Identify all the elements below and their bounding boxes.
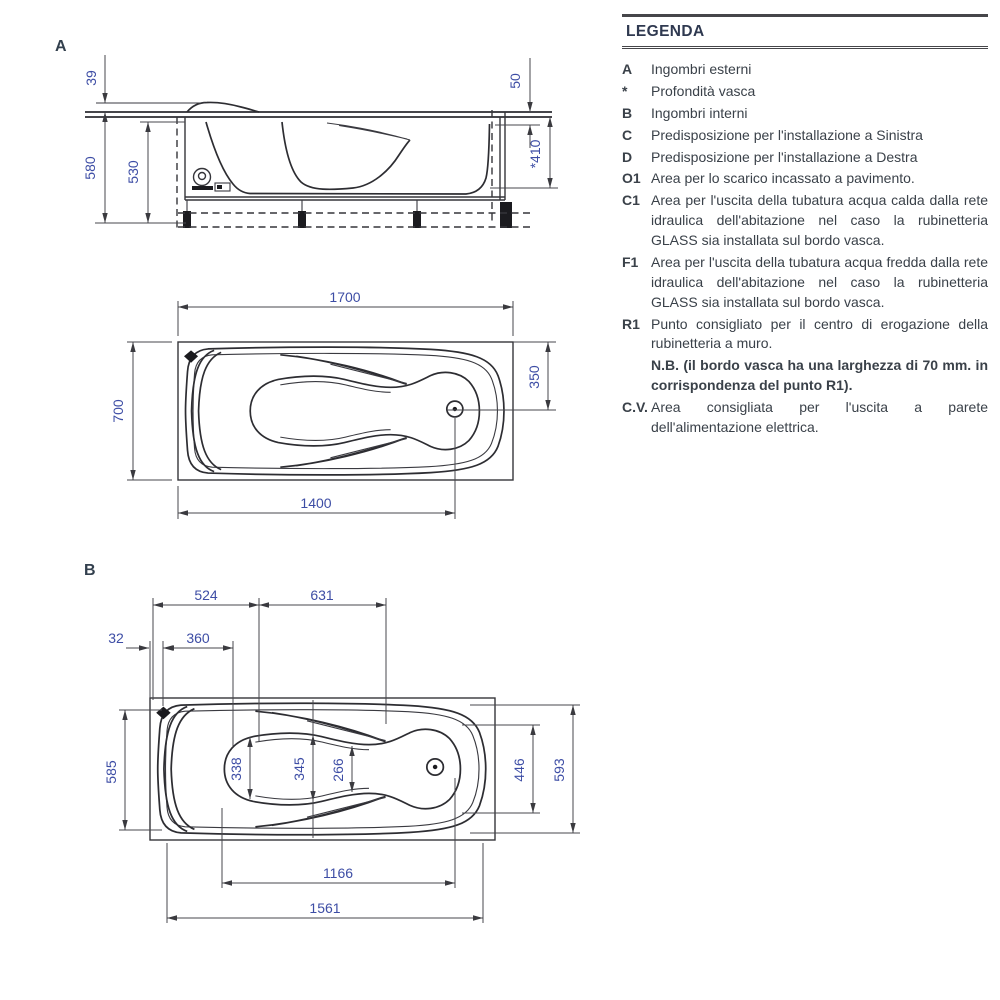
view-label-a: A <box>55 38 67 55</box>
dim-39: 39 <box>83 70 99 86</box>
foot-mid1 <box>298 211 306 228</box>
legend-key: D <box>622 148 633 165</box>
outer-frame-rect-b <box>149 697 496 841</box>
dim-1700: 1700 <box>329 289 360 305</box>
support-legs <box>186 200 418 212</box>
legend-key: C.V. <box>622 399 648 415</box>
legend-text: Ingombri interni <box>651 104 748 121</box>
legend-item-a: A Ingombri esterni <box>622 60 988 80</box>
drain-fitting-box <box>214 182 231 192</box>
legend-item-d: D Predisposizione per l'installazione a … <box>622 148 988 168</box>
legend-r1-note: N.B. (il bordo vasca ha una larghezza di… <box>651 357 988 394</box>
outer-frame-rect <box>177 341 514 481</box>
drain-fitting-fill <box>217 185 222 189</box>
legend-key: O1 <box>622 170 641 187</box>
foot-left <box>183 211 191 228</box>
dim-593: 593 <box>551 758 567 782</box>
legend-title: LEGENDA <box>626 23 705 40</box>
dim-360: 360 <box>186 630 210 646</box>
dim-1400: 1400 <box>300 495 331 511</box>
legend-key: * <box>622 82 628 99</box>
ext-row2 <box>149 641 234 746</box>
rim-lines <box>85 111 552 118</box>
legend-text: Profondità vasca <box>651 82 756 99</box>
dim-338: 338 <box>228 757 244 781</box>
frame-bottom <box>185 196 505 201</box>
ext-1700 <box>177 301 514 336</box>
headrest-bump <box>186 101 260 113</box>
legend-item-r1: R1 Punto consigliato per il centro di er… <box>622 315 988 397</box>
legend-key: B <box>622 104 633 121</box>
legend-header: LEGENDA <box>622 14 988 49</box>
frame-verticals <box>184 112 506 200</box>
pump-body <box>192 167 212 187</box>
dim-1166: 1166 <box>323 865 353 881</box>
side-section-view: A <box>55 38 558 229</box>
plan-view-external: 1700 700 350 1400 <box>110 289 556 519</box>
legend-item-c1: C1 Area per l'uscita della tubatura acqu… <box>622 191 988 251</box>
foot-right <box>500 202 512 228</box>
dim-410: *410 <box>527 139 543 168</box>
legend-r1-text: Punto consigliato per il centro di eroga… <box>651 315 988 352</box>
dim-524: 524 <box>194 587 218 603</box>
ext-700 <box>127 341 172 481</box>
dim-700: 700 <box>110 399 126 423</box>
legend-text: Area per lo scarico incassato a paviment… <box>651 170 915 187</box>
legend-item-b: B Ingombri interni <box>622 104 988 124</box>
legend-item-cv: C.V. Area consigliata per l'uscita a par… <box>622 398 988 438</box>
basin-section-curve <box>281 121 411 191</box>
legend-item-f1: F1 Area per l'uscita della tubatura acqu… <box>622 253 988 313</box>
dim-446: 446 <box>511 758 527 782</box>
skirt-dashed-lines <box>178 212 530 228</box>
tub-shell-section <box>205 121 491 195</box>
ext-1561 <box>166 843 484 923</box>
dim-580: 580 <box>82 156 98 180</box>
backrest-lens-section <box>326 122 411 141</box>
bathtub-technical-drawing: A <box>55 38 580 923</box>
plan-view-internal: B 524 631 32 <box>84 562 580 923</box>
dim-50: 50 <box>507 73 523 89</box>
legend-text: Predisposizione per l'installazione a Si… <box>651 126 923 143</box>
legend-item-o1: O1 Area per lo scarico incassato a pavim… <box>622 169 988 189</box>
legend-text: Area per l'uscita della tubatura acqua f… <box>651 253 988 310</box>
legend-key: C1 <box>622 192 640 209</box>
dim-631: 631 <box>310 587 334 603</box>
dim-530: 530 <box>125 160 141 184</box>
legend-text: Area per l'uscita della tubatura acqua c… <box>651 192 988 248</box>
dim-350: 350 <box>526 365 542 389</box>
legend-text: Ingombri esterni <box>651 61 752 77</box>
ext-1166 <box>221 778 456 888</box>
legend-panel: LEGENDA A Ingombri esterni * Profondità … <box>622 14 988 440</box>
pump-inlet <box>197 171 207 181</box>
ext-593 <box>470 704 580 834</box>
dim-32: 32 <box>108 630 124 646</box>
legend-text: Area consigliata per l'uscita a parete d… <box>651 399 988 435</box>
legend-key: R1 <box>622 315 640 332</box>
legend-text: Predisposizione per l'installazione a De… <box>651 148 918 165</box>
view-label-b: B <box>84 562 96 579</box>
dim-585: 585 <box>103 760 119 784</box>
ext-row1 <box>152 598 387 742</box>
legend-key: A <box>622 61 633 77</box>
foot-mid2 <box>413 211 421 228</box>
legend-text: Punto consigliato per il centro di eroga… <box>651 315 988 397</box>
ext-446 <box>462 724 540 814</box>
pump-base <box>192 186 213 190</box>
legend-item-asterisk: * Profondità vasca <box>622 82 988 102</box>
legend-key: F1 <box>622 253 639 270</box>
dim-266: 266 <box>330 758 346 782</box>
legend-key: C <box>622 126 633 143</box>
dim-1561: 1561 <box>309 900 340 916</box>
legend-item-c: C Predisposizione per l'installazione a … <box>622 126 988 146</box>
dim-345: 345 <box>291 757 307 781</box>
